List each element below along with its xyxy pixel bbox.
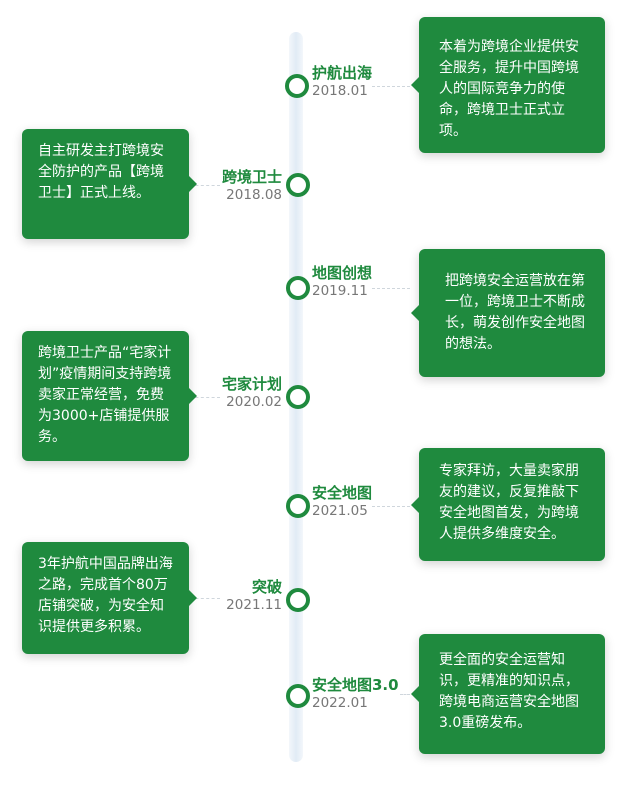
connector-line bbox=[372, 288, 410, 289]
milestone-card: 把跨境安全运营放在第一位，跨境卫士不断成长，萌发创作安全地图的想法。 bbox=[411, 249, 605, 377]
timeline-node bbox=[286, 684, 310, 708]
milestone-text: 跨境卫士产品“宅家计划”疫情期间支持跨境卖家正常经营，免费为3000+店铺提供服… bbox=[38, 345, 172, 445]
milestone-card: 专家拜访，大量卖家朋友的建议，反复推敲下安全地图首发，为跨境人提供多维度安全。 bbox=[411, 448, 605, 561]
milestone-text: 自主研发主打跨境安全防护的产品【跨境卫士】正式上线。 bbox=[38, 143, 164, 201]
milestone-card: 3年护航中国品牌出海之路，完成首个80万店铺突破，为安全知识提供更多积累。 bbox=[22, 542, 197, 654]
timeline-label: 安全地图 2021.05 bbox=[312, 484, 372, 520]
timeline-label: 跨境卫士 2018.08 bbox=[222, 168, 282, 204]
milestone-card: 自主研发主打跨境安全防护的产品【跨境卫士】正式上线。 bbox=[22, 129, 197, 239]
milestone-title: 地图创想 bbox=[312, 264, 373, 282]
connector-line bbox=[190, 397, 220, 398]
milestone-text: 更全面的安全运营知识，更精准的知识点，跨境电商运营安全地图3.0重磅发布。 bbox=[439, 652, 579, 731]
milestone-date: 2021.11 bbox=[226, 597, 282, 613]
timeline-label: 突破 2021.11 bbox=[226, 578, 282, 614]
connector-line bbox=[372, 506, 410, 507]
timeline-node bbox=[285, 74, 309, 98]
milestone-title: 安全地图3.0 bbox=[312, 676, 399, 694]
connector-line bbox=[190, 185, 220, 186]
timeline-node bbox=[286, 494, 310, 518]
milestone-title: 安全地图 bbox=[312, 484, 373, 502]
milestone-title: 护航出海 bbox=[312, 64, 373, 82]
milestone-card: 本着为跨境企业提供安全服务，提升中国跨境人的国际竞争力的使命，跨境卫士正式立项。 bbox=[411, 17, 605, 153]
connector-line bbox=[372, 86, 410, 87]
milestone-text: 专家拜访，大量卖家朋友的建议，反复推敲下安全地图首发，为跨境人提供多维度安全。 bbox=[439, 463, 579, 542]
milestone-title: 宅家计划 bbox=[221, 375, 282, 393]
milestone-card: 跨境卫士产品“宅家计划”疫情期间支持跨境卖家正常经营，免费为3000+店铺提供服… bbox=[22, 331, 197, 461]
milestone-text: 把跨境安全运营放在第一位，跨境卫士不断成长，萌发创作安全地图的想法。 bbox=[445, 273, 585, 352]
milestone-date: 2021.05 bbox=[312, 503, 368, 519]
milestone-title: 跨境卫士 bbox=[221, 168, 282, 186]
timeline-label: 宅家计划 2020.02 bbox=[222, 375, 282, 411]
timeline-node bbox=[286, 276, 310, 300]
milestone-date: 2020.02 bbox=[226, 394, 282, 410]
milestone-card: 更全面的安全运营知识，更精准的知识点，跨境电商运营安全地图3.0重磅发布。 bbox=[411, 634, 605, 754]
milestone-date: 2019.11 bbox=[312, 283, 368, 299]
timeline-node bbox=[286, 588, 310, 612]
connector-line bbox=[400, 694, 410, 695]
connector-line bbox=[190, 598, 220, 599]
milestone-date: 2022.01 bbox=[312, 695, 368, 711]
timeline-label: 安全地图3.0 2022.01 bbox=[312, 676, 399, 712]
timeline-label: 护航出海 2018.01 bbox=[312, 64, 372, 100]
timeline-node bbox=[286, 173, 310, 197]
milestone-text: 本着为跨境企业提供安全服务，提升中国跨境人的国际竞争力的使命，跨境卫士正式立项。 bbox=[439, 39, 579, 139]
timeline-label: 地图创想 2019.11 bbox=[312, 264, 372, 300]
timeline-node bbox=[286, 385, 310, 409]
milestone-title: 突破 bbox=[251, 578, 282, 596]
milestone-date: 2018.08 bbox=[226, 187, 282, 203]
milestone-date: 2018.01 bbox=[312, 83, 368, 99]
milestone-text: 3年护航中国品牌出海之路，完成首个80万店铺突破，为安全知识提供更多积累。 bbox=[38, 556, 173, 635]
